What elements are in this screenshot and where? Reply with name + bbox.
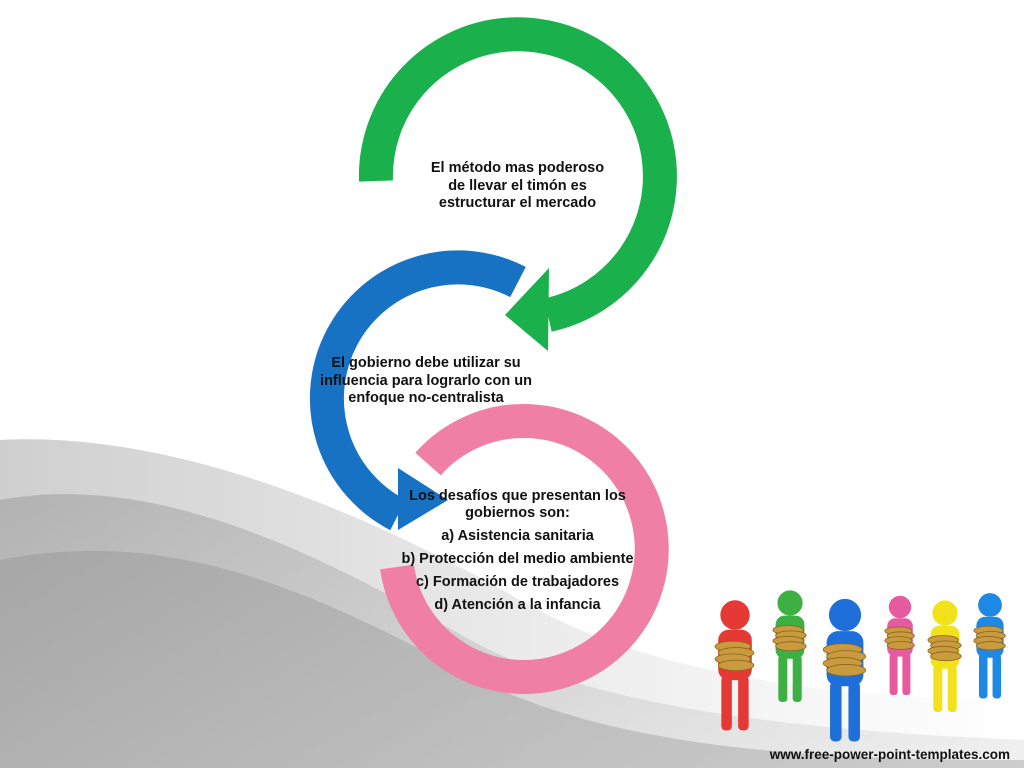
green-circular-arrow <box>358 17 677 332</box>
figure-with-coins <box>714 600 755 731</box>
figure-with-coins <box>973 593 1006 699</box>
blue-circular-arrow <box>309 250 526 531</box>
green-arrowhead <box>505 268 549 351</box>
challenges-heading: Los desafíos que presentan los gobiernos… <box>409 488 626 521</box>
figure-with-coins <box>772 590 807 702</box>
step-1-text: El método mas poderoso de llevar el timó… <box>430 160 605 211</box>
figure-with-coins <box>927 600 962 712</box>
pink-circular-arrow <box>380 404 669 694</box>
challenge-item: c) Formación de trabajadores <box>415 574 620 590</box>
blue-arrowhead <box>398 468 448 530</box>
people-with-coins-illustration <box>714 590 1006 742</box>
watermark-text: www.free-power-point-templates.com <box>769 747 1010 762</box>
figure-with-coins <box>822 598 867 742</box>
step-3-text: Los desafíos que presentan los gobiernos… <box>390 488 645 620</box>
challenge-item: a) Asistencia sanitaria <box>441 528 594 544</box>
figure-with-coins <box>884 595 915 695</box>
challenge-item: d) Atención a la infancia <box>434 597 601 613</box>
step-2-text: El gobierno debe utilizar su influencia … <box>320 355 532 406</box>
challenge-item: b) Protección del medio ambiente <box>401 551 634 567</box>
